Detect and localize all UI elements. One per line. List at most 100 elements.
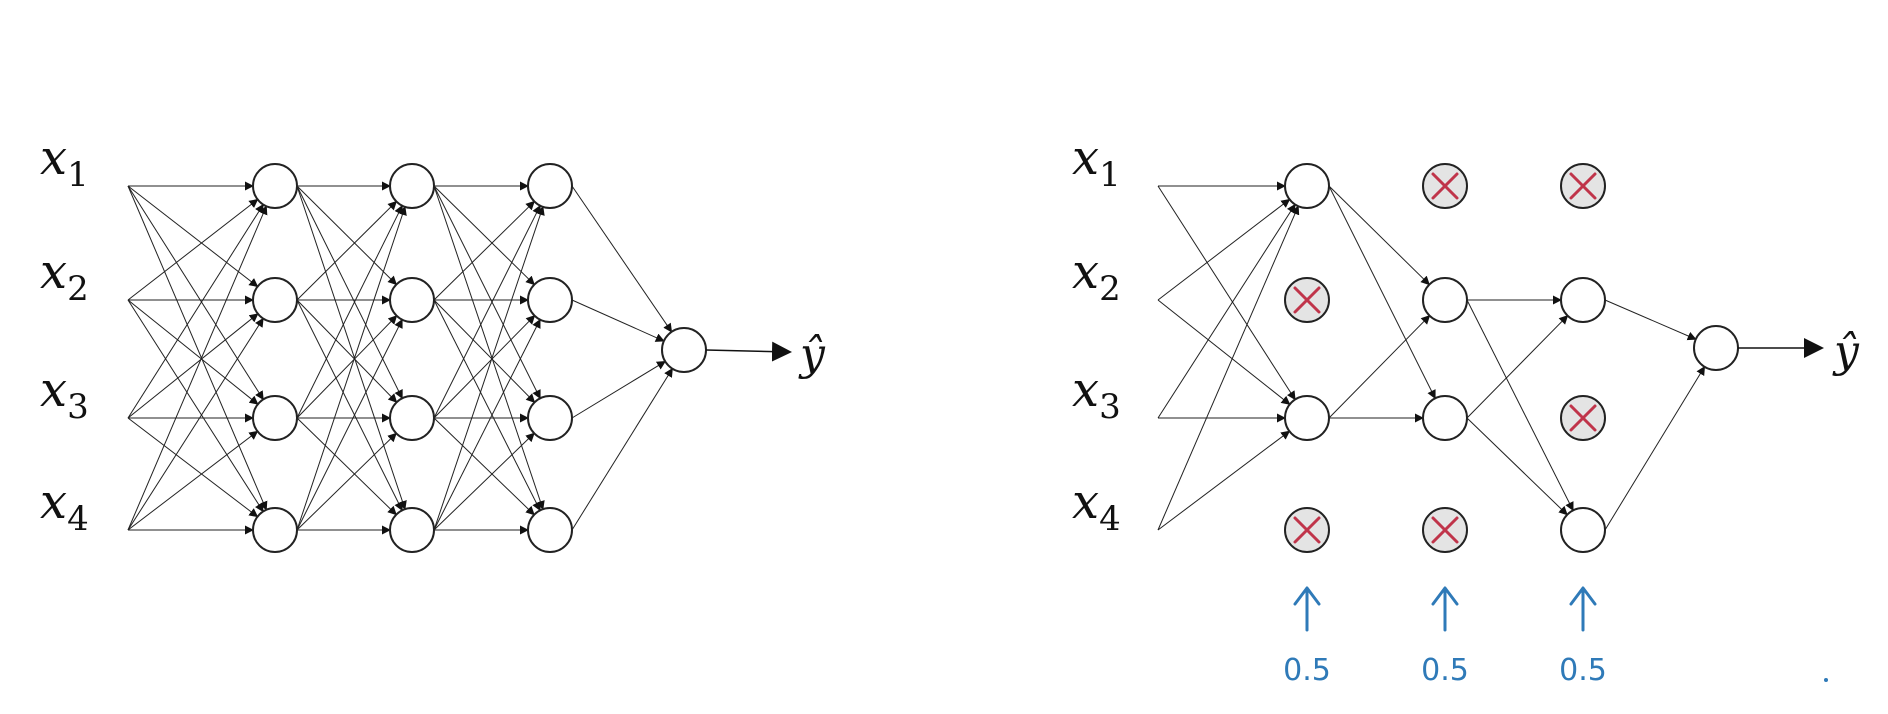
dropout-input-label-x3-var: x (1072, 362, 1099, 418)
edge (296, 200, 398, 301)
input-label-x2-var: x (40, 244, 67, 300)
edge (296, 318, 403, 531)
edge (433, 299, 541, 512)
cross-mark (1569, 404, 1597, 432)
edge (127, 299, 259, 405)
full-network-nodes (252, 163, 792, 553)
dropped-neuron (1284, 277, 1330, 323)
input-label-x4-var: x (40, 474, 67, 530)
edge (127, 198, 259, 301)
neuron (1560, 277, 1606, 323)
cross-mark (1431, 172, 1459, 200)
dropout-input-label-x3-subscript: 3 (1099, 387, 1121, 427)
neuron (389, 163, 435, 209)
edge (433, 205, 545, 531)
edge (296, 417, 397, 516)
edge (127, 185, 268, 511)
edge (127, 205, 268, 531)
full-network-edges (127, 181, 673, 535)
dropout-input-label-x3: x3 (1072, 362, 1121, 427)
edge (127, 417, 259, 518)
dropout-input-label-x4-var: x (1072, 474, 1099, 530)
edge (433, 185, 541, 400)
input-label-x4-subscript: 4 (67, 499, 89, 539)
edge (1328, 315, 1431, 419)
edge (1466, 299, 1574, 512)
edge (1328, 185, 1436, 400)
hand-arrow (1569, 586, 1597, 632)
dropout-input-label-x2: x2 (1072, 244, 1121, 309)
edge (433, 185, 545, 511)
neuron (527, 277, 573, 323)
edge (296, 299, 398, 403)
edge (296, 315, 398, 419)
dropout-input-label-x4-subscript: 4 (1099, 499, 1121, 539)
edge (127, 430, 259, 531)
dropout-network-nodes (1284, 163, 1824, 553)
input-label-x2: x2 (40, 244, 89, 309)
hand-arrow (1293, 586, 1321, 632)
edge (433, 318, 541, 531)
cross-mark (1293, 286, 1321, 314)
edge (433, 204, 541, 419)
neuron (527, 507, 573, 553)
edge (296, 206, 407, 531)
neuron (1422, 277, 1468, 323)
edge (296, 185, 403, 400)
neuron (1284, 395, 1330, 441)
neuron (527, 163, 573, 209)
input-label-x2-subscript: 2 (67, 269, 89, 309)
neuron (252, 277, 298, 323)
neuron (1422, 395, 1468, 441)
edge (127, 185, 259, 288)
cross-mark (1293, 516, 1321, 544)
input-label-x1: x1 (40, 130, 89, 195)
dropout-input-label-x2-var: x (1072, 244, 1099, 300)
keep-prob-label: 0.5 (1283, 653, 1331, 688)
edge (1604, 366, 1706, 531)
dropout-input-label-x1-subscript: 1 (1099, 155, 1121, 195)
edge (1157, 430, 1291, 531)
edge (127, 299, 264, 513)
edge (296, 432, 397, 531)
edge (127, 203, 264, 419)
edge (127, 317, 264, 531)
edge (1466, 417, 1568, 516)
edge (433, 200, 535, 301)
edge (1604, 299, 1697, 341)
neuron (389, 507, 435, 553)
edge (296, 204, 403, 419)
output-neuron (1693, 325, 1739, 371)
keep-prob-label: 0.5 (1559, 653, 1607, 688)
dropped-neuron (1560, 163, 1606, 209)
full-network-output-label: ŷ (798, 329, 826, 380)
edge (1157, 185, 1296, 401)
input-label-x1-subscript: 1 (67, 155, 89, 195)
dropout-input-label-x1: x1 (1072, 130, 1121, 195)
edge (296, 299, 403, 512)
dropped-neuron (1560, 395, 1606, 441)
neuron (252, 507, 298, 553)
edge (433, 185, 535, 286)
edge (1466, 315, 1569, 419)
edge (127, 313, 259, 419)
neuron (1560, 507, 1606, 553)
edge (1157, 203, 1296, 419)
input-label-x3-var: x (40, 362, 67, 418)
edge (571, 360, 666, 419)
input-label-x3-subscript: 3 (67, 387, 89, 427)
dropout-input-label-x4: x4 (1072, 474, 1121, 539)
input-label-x1-var: x (40, 130, 67, 186)
output-neuron (661, 327, 707, 373)
neuron (1284, 163, 1330, 209)
neuron (252, 163, 298, 209)
neuron (389, 277, 435, 323)
cross-mark (1569, 172, 1597, 200)
edge (1328, 185, 1430, 286)
edge (433, 299, 536, 403)
